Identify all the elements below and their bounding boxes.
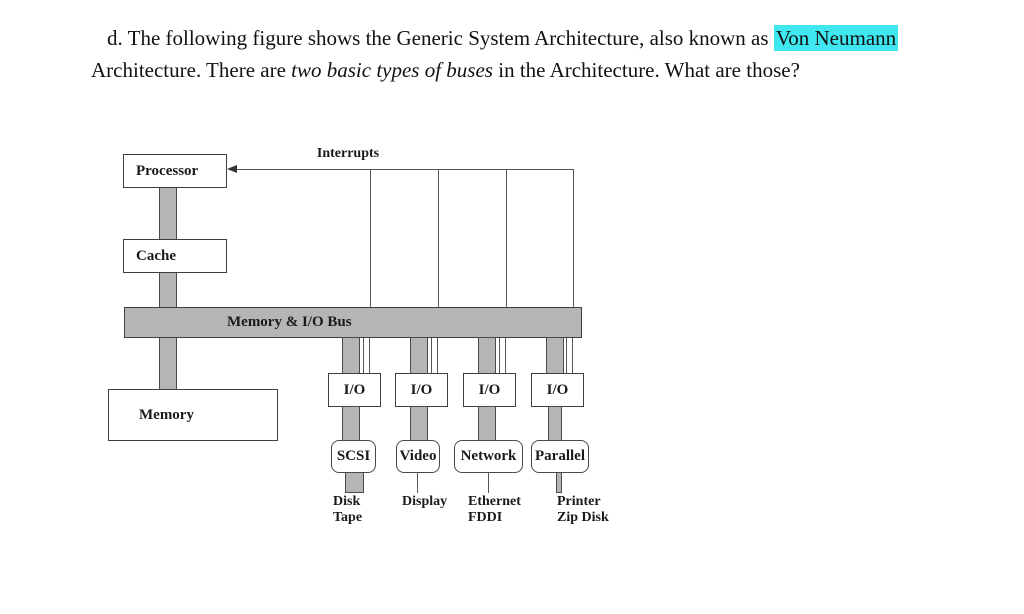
cache-box: Cache: [123, 239, 227, 273]
device-label-4-line1: Printer: [557, 494, 601, 509]
device-label-2: Display: [402, 494, 447, 510]
controller-label-scsi: SCSI: [336, 448, 371, 464]
question-line-1: d. The following figure shows the Generi…: [91, 22, 971, 54]
question-text: d. The following figure shows the Generi…: [91, 22, 971, 86]
controller-box-network: Network: [454, 440, 523, 473]
memory-label: Memory: [139, 406, 194, 423]
interrupt-channel-2: [431, 338, 438, 373]
device-label-2-line1: Display: [402, 494, 448, 509]
interrupt-channel-1: [363, 338, 370, 373]
interrupt-vline-1: [370, 169, 371, 308]
io-label-4: I/O: [546, 381, 569, 398]
io-box-4: I/O: [531, 373, 584, 407]
controller-label-parallel: Parallel: [535, 448, 585, 464]
controller-box-parallel: Parallel: [531, 440, 589, 473]
question-italic-phrase: two basic types of buses: [291, 58, 493, 82]
question-line1-text: d. The following figure shows the Generi…: [107, 26, 774, 50]
interrupt-horizontal-line: [230, 169, 574, 170]
video-device-line: [417, 472, 418, 493]
io-label-1: I/O: [343, 381, 366, 398]
highlighted-term: Von Neumann: [773, 25, 899, 51]
question-line2-part2: in the Architecture. What are those?: [492, 58, 800, 82]
scsi-device-bar: [345, 472, 364, 493]
bus-io-bar-3: [478, 337, 496, 374]
network-device-line: [488, 472, 489, 493]
interrupt-vline-4: [573, 169, 574, 308]
interrupt-channel-3: [499, 338, 506, 373]
controller-label-network: Network: [460, 448, 517, 464]
device-label-3-line2: FDDI: [468, 510, 503, 525]
memory-io-bus-label: Memory & I/O Bus: [227, 314, 352, 330]
interrupt-vline-3: [506, 169, 507, 308]
io-controller-bar-4: [548, 406, 562, 441]
interrupts-label: Interrupts: [316, 146, 380, 161]
memory-io-bus: Memory & I/O Bus: [124, 307, 582, 338]
bus-io-bar-4: [546, 337, 564, 374]
io-controller-bar-2: [410, 406, 428, 441]
cache-label: Cache: [136, 247, 176, 264]
io-box-2: I/O: [395, 373, 448, 407]
question-line2-part1: Architecture. There are: [91, 58, 292, 82]
parallel-device-bar: [556, 472, 562, 493]
bus-io-bar-1: [342, 337, 360, 374]
membus-memory-bar: [159, 336, 177, 390]
cache-membus-bar: [159, 271, 177, 309]
controller-label-video: Video: [399, 448, 437, 464]
io-box-3: I/O: [463, 373, 516, 407]
device-label-3-line1: Ethernet: [468, 494, 521, 509]
io-label-3: I/O: [478, 381, 501, 398]
io-controller-bar-1: [342, 406, 360, 441]
interrupt-channel-4: [566, 338, 573, 373]
processor-box: Processor: [123, 154, 227, 188]
processor-cache-bus-bar: [159, 186, 177, 240]
interrupt-vline-2: [438, 169, 439, 308]
memory-box: Memory: [108, 389, 278, 441]
io-label-2: I/O: [410, 381, 433, 398]
bus-io-bar-2: [410, 337, 428, 374]
device-label-1-line2: Tape: [333, 510, 363, 525]
processor-label: Processor: [136, 162, 199, 179]
device-label-1-line1: Disk: [333, 494, 361, 509]
controller-box-video: Video: [396, 440, 440, 473]
io-box-1: I/O: [328, 373, 381, 407]
question-line-2: Architecture. There are two basic types …: [91, 54, 971, 86]
device-label-4-line2: Zip Disk: [557, 510, 609, 525]
controller-box-scsi: SCSI: [331, 440, 376, 473]
interrupt-arrowhead: [227, 165, 237, 173]
io-controller-bar-3: [478, 406, 496, 441]
